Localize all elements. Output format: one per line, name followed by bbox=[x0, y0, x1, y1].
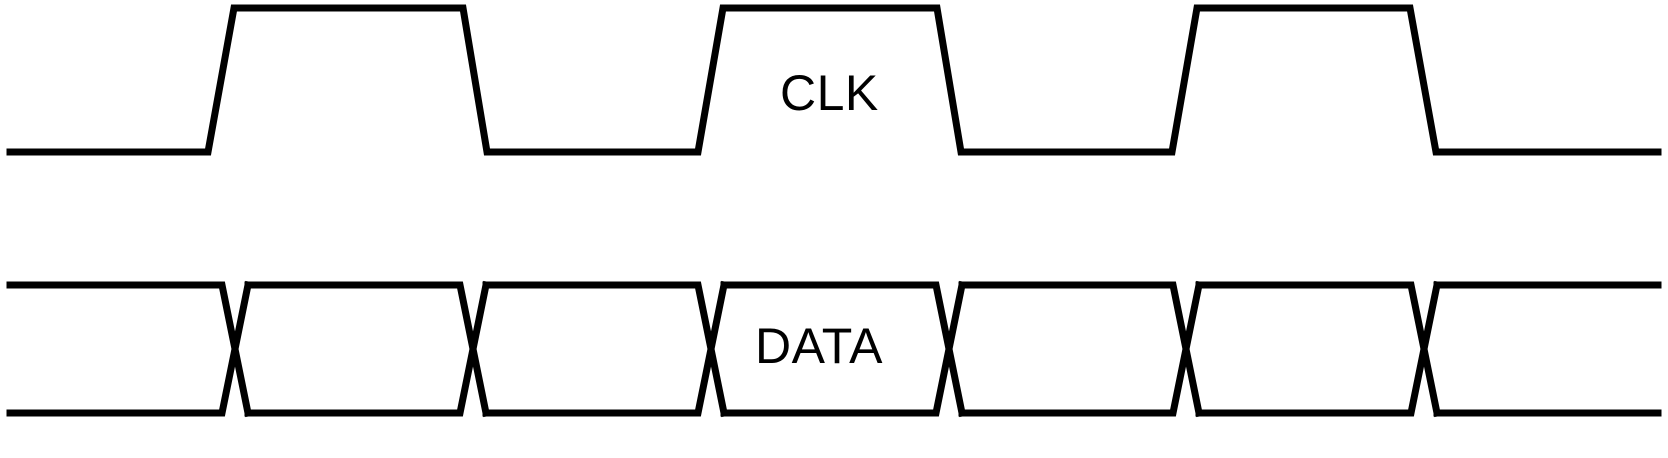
clk-signal-group: CLK bbox=[6, 4, 1662, 156]
data-signal-group: DATA bbox=[6, 280, 1662, 418]
clk-signal-label: CLK bbox=[780, 65, 879, 121]
data-waveform-upper-path bbox=[6, 281, 1662, 418]
data-signal-label: DATA bbox=[755, 318, 883, 374]
clk-waveform-path bbox=[6, 4, 1662, 156]
data-waveform-lower-path bbox=[6, 280, 1662, 417]
